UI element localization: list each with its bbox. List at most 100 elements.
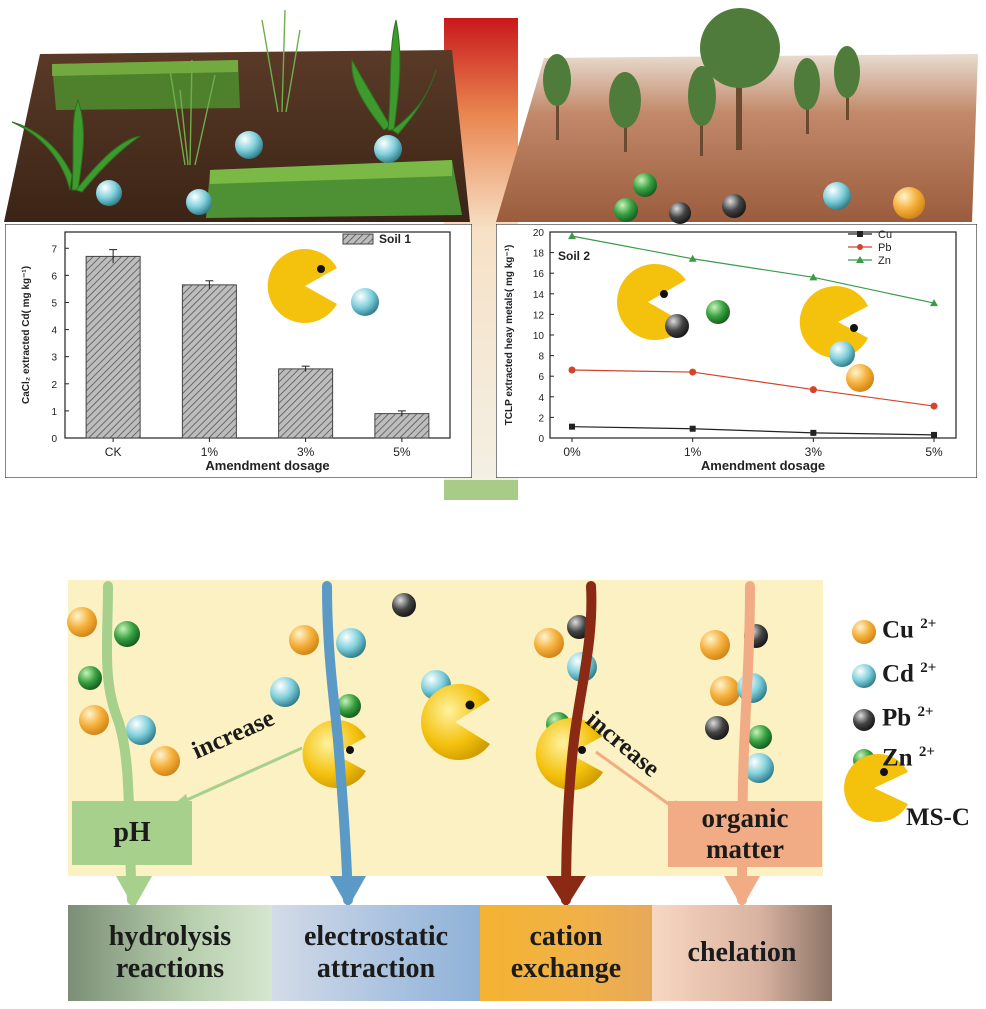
- chart2-xlabel: Amendment dosage: [701, 458, 825, 473]
- chart1-legend-label: Soil 1: [379, 232, 411, 246]
- chart2-point: [809, 386, 817, 394]
- chart2-series-line: [571, 426, 935, 436]
- chart2-point: [689, 368, 697, 376]
- organic-matter-box: organic matter: [668, 801, 822, 867]
- zn-ion: [633, 173, 657, 197]
- chart2-ytick-label: 16: [533, 269, 545, 280]
- chelation-line1: chelation: [687, 936, 797, 968]
- chart2-msc-eye: [660, 290, 668, 298]
- chart2-legend-label: Zn: [878, 255, 891, 267]
- chart2-ytick-label: 20: [533, 228, 545, 239]
- chart2-xtick-label: 5%: [925, 445, 943, 459]
- chart2-point: [809, 273, 818, 281]
- cd-legend-icon: [852, 664, 876, 688]
- flow-arrow-electrostatic: [322, 581, 353, 905]
- tree-icon: [543, 8, 860, 156]
- chart2-point: [930, 402, 938, 410]
- ion-legend-icons: [852, 620, 876, 771]
- chart2-xtick-label: 0%: [563, 445, 581, 459]
- increase-arrow-right: [595, 750, 675, 810]
- chart2-pb-ion: [665, 314, 689, 338]
- ph-label: pH: [113, 816, 151, 848]
- chart1-ytick-label: 4: [51, 326, 57, 337]
- pb-legend-icon: [853, 709, 875, 731]
- chart1-msc-eye: [317, 265, 325, 273]
- chart2-xtick-label: 1%: [684, 445, 702, 459]
- pb-ion: [722, 194, 746, 218]
- grass-tuft-icon: [169, 9, 301, 166]
- chart1-ytick-label: 1: [51, 407, 57, 418]
- chart2-xtick-label: 3%: [805, 445, 823, 459]
- chart1-ylabel: CaCl₂ extracted Cd( mg kg⁻¹): [21, 266, 32, 404]
- chart2-ytick-label: 8: [538, 352, 544, 363]
- chart1-ytick-label: 3: [51, 353, 57, 364]
- soil-1-scene: [4, 8, 978, 500]
- chart2-msc-icon: [799, 286, 868, 358]
- legend-zn: Zn 2+: [882, 744, 935, 772]
- organic-label-line1: organic: [701, 802, 789, 833]
- chart2-ytick-label: 2: [538, 413, 544, 424]
- chart2-point: [810, 429, 817, 436]
- chart2-ytick-label: 4: [538, 393, 544, 404]
- chart1-bar: [374, 413, 430, 439]
- chart2-series-line: [571, 369, 935, 407]
- electrostatic-line2: attraction: [316, 953, 436, 984]
- zn-ion: [614, 198, 638, 222]
- cd-ion: [96, 180, 122, 206]
- fern-plant-icon: [11, 19, 437, 193]
- chart2-ytick-label: 18: [533, 249, 545, 260]
- chart1-ytick-label: 0: [51, 434, 57, 445]
- chart2-zn-ion: [706, 300, 730, 324]
- chart1-ytick-label: 2: [51, 380, 57, 391]
- cu-legend-icon: [852, 620, 876, 644]
- chart2-legend-label: Cu: [878, 229, 892, 241]
- chart1-bar: [278, 368, 334, 439]
- chart2-ytick-label: 10: [533, 331, 545, 342]
- mechanism-hydrolysis: hydrolysis reactions: [68, 905, 272, 1001]
- hydrolysis-line1: hydrolysis: [108, 920, 232, 952]
- chart2-ytick-label: 0: [538, 434, 544, 445]
- chart2-ylabel: TCLP extracted heay metals( mg kg⁻¹): [504, 245, 515, 426]
- cd-ion: [823, 182, 851, 210]
- chart1-ytick-label: 6: [51, 271, 57, 282]
- legend-msc: MS-C: [906, 804, 970, 831]
- chart1-frame: [64, 231, 451, 439]
- chart2-point: [569, 423, 575, 430]
- hydrolysis-line2: reactions: [115, 953, 225, 984]
- pb-ion: [669, 202, 691, 224]
- chart2-ytick-label: 6: [538, 372, 544, 383]
- cd-ion: [235, 131, 263, 159]
- organic-label-line2: matter: [706, 834, 784, 864]
- chart2-legend-label: Pb: [878, 242, 891, 254]
- chart2-series-line: [571, 235, 935, 304]
- cu-ion: [893, 187, 925, 219]
- chart1-xtick-label: 5%: [393, 445, 411, 459]
- cd-ion: [186, 189, 212, 215]
- legend-cd: Cd 2+: [882, 660, 937, 688]
- chart2-ytick-label: 14: [533, 290, 545, 301]
- cd-ion: [374, 135, 402, 163]
- chart1-xlabel: Amendment dosage: [205, 458, 329, 473]
- mechanism-cation-exchange: cation exchange: [480, 905, 652, 1001]
- ion-cluster: [67, 593, 774, 783]
- legend-cu: Cu 2+: [882, 616, 937, 644]
- increase-arrow-left: [179, 746, 303, 805]
- chart1-bar: [181, 284, 237, 439]
- chart1-legend-swatch: [342, 233, 374, 245]
- mechanism-chelation: chelation: [652, 905, 832, 1001]
- chart2-cu-ion: [846, 364, 874, 392]
- chart2-ytick-label: 12: [533, 310, 545, 321]
- chart2-point: [689, 425, 696, 432]
- chart1-ytick-label: 5: [51, 298, 57, 309]
- cation-line1: cation: [529, 920, 603, 952]
- chart1-cd-ion: [351, 288, 379, 316]
- chart1-ytick-label: 7: [51, 244, 57, 255]
- chart2-point: [568, 232, 576, 240]
- chart2-cd-ion: [829, 341, 855, 367]
- mechanism-electrostatic: electrostatic attraction: [272, 905, 480, 1001]
- chart2-point: [688, 254, 697, 262]
- chart2-legend-marker: [857, 244, 863, 250]
- legend-pb: Pb 2+: [882, 704, 934, 732]
